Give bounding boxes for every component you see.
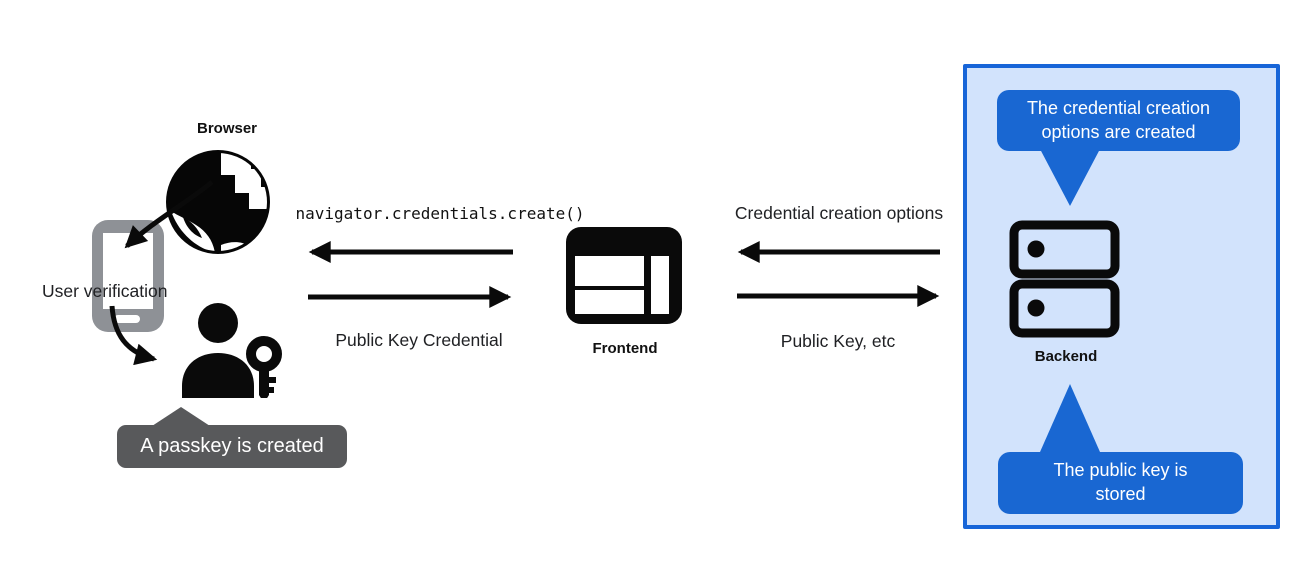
frontend-label: Frontend: [592, 340, 658, 357]
callout-passkey-created-text: A passkey is created: [140, 435, 324, 457]
callout-key-stored-text: The public key is stored: [1053, 460, 1188, 504]
backend-label: Backend: [1034, 348, 1098, 365]
smartphone-icon: [92, 220, 164, 332]
message-credential-creation-options: Credential creation options: [734, 203, 944, 223]
browser-label: Browser: [196, 120, 258, 137]
message-create-call: navigator.credentials.create(): [295, 204, 585, 223]
callout-passkey-created: A passkey is created: [117, 425, 347, 468]
callout-key-stored: The public key is stored: [998, 452, 1243, 514]
callout-tail-down: [1040, 149, 1100, 206]
callout-options-created-text: The credential creation options are crea…: [1026, 97, 1211, 142]
globe-icon: [166, 150, 270, 254]
user-verification-label: User verification: [42, 281, 168, 301]
message-public-key-credential: Public Key Credential: [335, 330, 503, 350]
callout-tail-dark: [152, 407, 210, 426]
callout-tail-up: [1040, 384, 1100, 452]
person-key-icon: [182, 303, 282, 398]
callout-options-created: The credential creation options are crea…: [997, 90, 1240, 151]
browser-window-icon: [566, 227, 682, 324]
server-icon: [1009, 220, 1120, 338]
message-public-key-etc: Public Key, etc: [780, 331, 896, 351]
